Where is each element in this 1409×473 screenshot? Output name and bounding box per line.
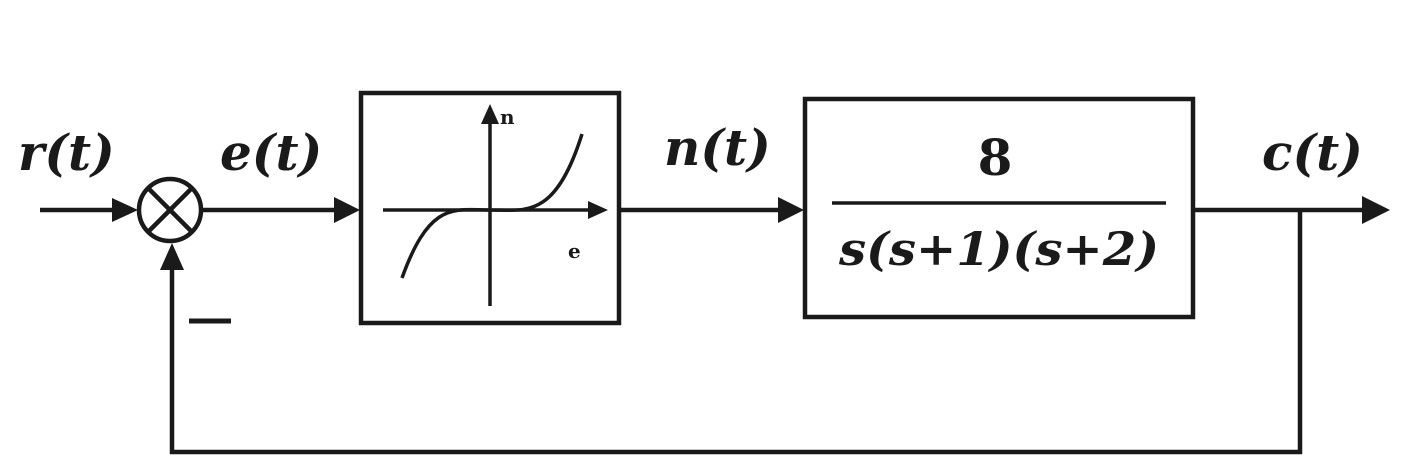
error-arrow bbox=[334, 197, 360, 223]
plant-block bbox=[802, 96, 1196, 320]
output-arrow bbox=[1362, 196, 1390, 224]
feedback-arrow bbox=[160, 243, 184, 270]
cubic-curve bbox=[400, 133, 584, 279]
signal-label-input: r(t) bbox=[18, 123, 115, 182]
nonlinear-vertical-axis-arrow bbox=[481, 104, 499, 124]
nonlinear-output-arrow bbox=[778, 197, 804, 223]
plant-numerator: 8 bbox=[978, 128, 1013, 187]
nonlinear-plot: n e bbox=[383, 104, 608, 306]
nonlinear-axis-label-e: e bbox=[568, 239, 581, 263]
feedback-path bbox=[169, 210, 1303, 455]
signal-label-output: c(t) bbox=[1262, 123, 1363, 182]
signal-label-nonlinear-output: n(t) bbox=[664, 118, 771, 177]
signal-label-error: e(t) bbox=[220, 123, 322, 182]
plant-denominator: s(s+1)(s+2) bbox=[838, 222, 1159, 276]
nonlinear-horizontal-axis-arrow bbox=[588, 201, 608, 219]
nonlinear-axis-label-n: n bbox=[500, 105, 515, 129]
summing-junction bbox=[136, 176, 204, 244]
input-arrow bbox=[112, 198, 138, 222]
